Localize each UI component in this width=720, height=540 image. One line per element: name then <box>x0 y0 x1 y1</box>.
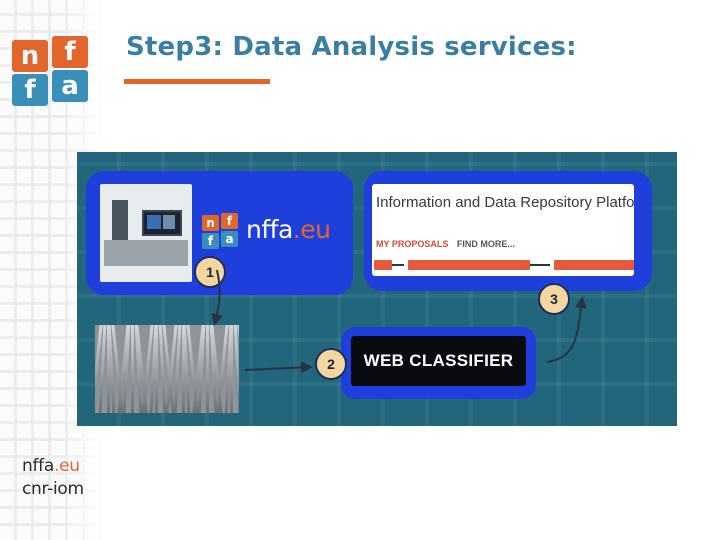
mini-nffa-logo: n f f a <box>202 213 242 251</box>
nanowire-rod <box>182 325 185 413</box>
nanowire-rod <box>206 325 209 413</box>
breadcrumb-step <box>374 260 392 270</box>
microscope-image <box>100 184 192 282</box>
footer-nffa-suffix: .eu <box>53 456 80 476</box>
title-underline <box>124 79 270 84</box>
footer-nffa: nffa.eu <box>22 455 84 478</box>
repository-platform-box: Information and Data Repository Platform… <box>364 171 652 315</box>
nanowire-rod <box>155 325 158 413</box>
logo-tile-a: a <box>52 70 88 102</box>
footer-cnr-iom: cnr-iom <box>22 479 84 499</box>
microscope-column <box>112 200 128 244</box>
repository-breadcrumb <box>372 258 634 272</box>
mini-tile-f2: f <box>202 233 219 249</box>
flow-arrows <box>211 269 587 374</box>
web-classifier-label: WEB CLASSIFIER <box>363 351 514 370</box>
microscope-monitor <box>142 210 182 236</box>
footer-logos: nffa.eu cnr-iom <box>22 455 84 501</box>
mini-tile-f1: f <box>221 213 238 229</box>
repository-title: Information and Data Repository Platform <box>376 194 634 211</box>
breadcrumb-arrow <box>530 264 550 266</box>
logo-tile-f2: f <box>12 74 48 106</box>
microscope-desk <box>104 240 188 266</box>
monitor-screen-right <box>163 215 175 229</box>
arrow-classifier-to-platform <box>546 296 587 363</box>
breadcrumb-step <box>554 260 634 270</box>
monitor-screen-left <box>147 215 161 229</box>
step-badge-3: 3 <box>538 283 570 315</box>
mini-tile-a: a <box>221 231 238 247</box>
step-badge-1: 1 <box>194 256 226 288</box>
repository-screenshot: Information and Data Repository Platform… <box>372 184 634 276</box>
logo-tile-n: n <box>12 40 48 72</box>
nffa-logo: n f f a <box>12 36 92 106</box>
repository-nav: MY PROPOSALS FIND MORE... <box>376 239 521 249</box>
arrow-sample-to-classifier <box>244 361 313 374</box>
web-classifier-box: WEB CLASSIFIER <box>341 327 536 399</box>
nanowire-rod <box>107 325 110 413</box>
arrow-1-to-sample <box>211 269 223 326</box>
nanowire-rod <box>230 325 233 413</box>
workflow-diagram: n f f a nffa.eu 1 Information and Data R… <box>77 152 677 426</box>
mini-brand-main: nffa <box>246 215 293 244</box>
mini-tile-n: n <box>202 215 219 231</box>
nav-my-proposals: MY PROPOSALS <box>376 239 449 249</box>
mini-brand-text: nffa.eu <box>246 215 331 244</box>
footer-nffa-main: nffa <box>22 456 54 476</box>
nav-find-more: FIND MORE... <box>456 239 515 249</box>
web-classifier-panel: WEB CLASSIFIER <box>351 336 526 386</box>
slide-title: Step3: Data Analysis services: <box>126 32 577 62</box>
microscope-box: n f f a nffa.eu 1 <box>86 171 353 295</box>
mini-brand-suffix: .eu <box>292 215 331 244</box>
step-badge-2: 2 <box>315 348 347 380</box>
breadcrumb-step <box>408 260 530 270</box>
breadcrumb-arrow <box>392 264 404 266</box>
logo-tile-f1: f <box>52 36 88 68</box>
nanowire-sample-image <box>95 325 239 413</box>
nanowire-rod <box>131 325 134 413</box>
